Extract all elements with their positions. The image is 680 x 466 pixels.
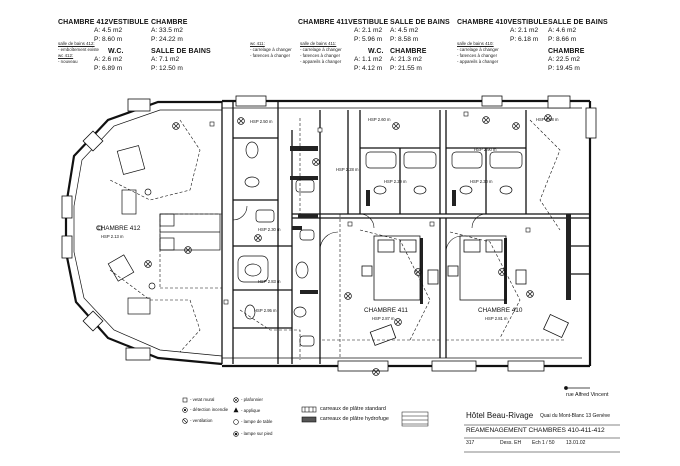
furniture-room-412 — [107, 145, 221, 315]
height-label-a: HSP 2.50 m — [250, 119, 273, 124]
ch411-chambre-area: A: 21.3 m2 — [390, 56, 422, 63]
ch412-vestibule-title: CHAMBRE 412VESTIBULE — [58, 19, 149, 26]
drawing-number: 317 — [466, 440, 475, 446]
ch412-chambre-perimeter: P: 24.22 m — [151, 36, 183, 43]
ch411-sdb-perimeter: P: 8.58 m — [390, 36, 419, 43]
ch411-sdb-area: A: 4.5 m2 — [390, 27, 419, 34]
legend-material-standard: carreaux de plâtre standard — [320, 406, 386, 412]
legend-item-1: - vetat mural — [190, 397, 215, 402]
room-412-label: CHAMBRE 412 — [96, 225, 141, 232]
legend-item-5: - applique — [241, 408, 261, 413]
ch411-vestibule-area: A: 2.1 m2 — [354, 27, 383, 34]
height-label-e: HSP 2.29 m — [384, 179, 407, 184]
ch411-vestibule-title: CHAMBRE 411VESTIBULE — [298, 19, 389, 26]
ch410-chambre-title: CHAMBRE — [548, 48, 585, 55]
height-label-c: HSP 2.98 m — [536, 117, 559, 122]
hotel-name: Hôtel Beau-Rivage — [466, 411, 534, 420]
ch410-vestibule-area: A: 2.1 m2 — [510, 27, 539, 34]
ch411-wc-perimeter: P: 4.12 m — [354, 65, 383, 72]
bathroom-fixtures — [237, 141, 523, 347]
legend-item-7: - lampe sur pied — [241, 431, 273, 436]
ch412-wc-area: A: 2.6 m2 — [94, 56, 123, 63]
inner-wall-line — [73, 107, 582, 359]
room-410-label: CHAMBRE 410 — [478, 307, 523, 314]
height-label-i: HSP 2.90 m — [474, 147, 497, 152]
beds — [361, 235, 569, 346]
ch410-vestibule-title: CHAMBRE 410VESTIBULE — [457, 19, 548, 26]
ch410-sdb-perimeter: P: 8.66 m — [548, 36, 577, 43]
ch410-chambre-area: A: 22.5 m2 — [548, 56, 580, 63]
ch411-chambre-title: CHAMBRE — [390, 48, 427, 55]
note-410-line3: - appareils à changer — [457, 59, 499, 64]
windows — [61, 95, 597, 372]
room-410-height: HSP 2.81 m — [485, 316, 508, 321]
material-legend-swatches — [301, 406, 317, 423]
note-410-line2: - faïences à changer — [457, 53, 498, 58]
height-label-d: HSP 2.28 m — [336, 167, 359, 172]
legend-item-3: - ventilation — [190, 418, 213, 423]
scale: Ech 1 / 50 — [532, 440, 555, 446]
ch412-sdb-perimeter: P: 12.50 m — [151, 65, 183, 72]
height-label-f: HSP 2.30 m — [470, 179, 493, 184]
note-412-line1: - emboîtement existe — [58, 47, 99, 52]
ch410-chambre-perimeter: P: 19.45 m — [548, 65, 580, 72]
note-411-line5: - faïences à changer — [300, 53, 341, 58]
ch411-vestibule-perimeter: P: 5.96 m — [354, 36, 383, 43]
ch410-vestibule-perimeter: P: 6.18 m — [510, 36, 539, 43]
ch412-sdb-area: A: 7.1 m2 — [151, 56, 180, 63]
ch412-wc-title: W.C. — [108, 48, 124, 55]
ch411-chambre-perimeter: P: 21.55 m — [390, 65, 422, 72]
ch411-wc-area: A: 1.1 m2 — [354, 56, 383, 63]
height-label-g: HSP 2.30 m — [258, 227, 281, 232]
section-marker-top — [564, 386, 590, 390]
project-title: REAMENAGEMENT CHAMBRES 410-411-412 — [466, 427, 605, 434]
ch412-sdb-title: SALLE DE BAINS — [151, 48, 211, 55]
legend-material-hydrofuge: carreaux de plâtre hydrofuge — [320, 416, 389, 422]
architect-name: rue Alfred Vincent — [566, 392, 609, 398]
ch412-wc-perimeter: P: 6.89 m — [94, 65, 123, 72]
note-412-heading: salle de bains 412: — [58, 41, 95, 46]
note-412-line2: wc 412: — [58, 53, 74, 58]
legend-item-2: - détection incendie — [190, 407, 229, 412]
note-410-line1: - carrelage à changer — [457, 47, 499, 52]
ch412-chambre-area: A: 33.5 m2 — [151, 27, 183, 34]
height-label-b: HSP 2.60 m — [368, 117, 391, 122]
note-412-line3: - nouveau — [58, 59, 78, 64]
note-411-line1: - carrelage à changer — [250, 47, 292, 52]
ch410-sdb-title: SALLE DE BAINS — [548, 19, 608, 26]
hotel-address: Quai du Mont-Blanc 13 Genève — [540, 413, 611, 419]
note-411-line2: - faïences à changer — [250, 53, 291, 58]
note-411-line3: salle de bains 411: — [300, 41, 337, 46]
room-412-height: HSP 2.13 m — [101, 234, 124, 239]
note-411-line4: - carrelage à changer — [300, 47, 342, 52]
sockets — [97, 111, 531, 305]
note-410-heading: salle de bains 410: — [457, 41, 494, 46]
legend-item-4: - plafonnier — [241, 397, 263, 402]
dashed-partitions — [109, 118, 566, 360]
ch412-chambre-title: CHAMBRE — [151, 19, 188, 26]
legend-symbols — [182, 397, 239, 437]
ch411-sdb-title: SALLE DE BAINS — [390, 19, 450, 26]
date: 13.01.02 — [566, 440, 586, 446]
note-411-line6: - appareils à changer — [300, 59, 342, 64]
drawn-by: Dess. EH — [500, 440, 522, 446]
door-swings — [232, 205, 487, 253]
note-411-heading: wc 411: — [250, 41, 265, 46]
ch410-sdb-area: A: 4.6 m2 — [548, 27, 577, 34]
ch412-vestibule-area: A: 4.5 m2 — [94, 27, 123, 34]
title-block-frame — [464, 424, 620, 453]
electrical-symbols — [144, 114, 552, 376]
outer-walls — [64, 99, 592, 368]
room-411-label: CHAMBRE 411 — [364, 307, 408, 314]
room-411-height: HSP 2.87 m — [372, 316, 395, 321]
ch411-wc-title: W.C. — [368, 48, 384, 55]
architect-logo — [401, 411, 429, 427]
legend-item-6: - lampe de table — [241, 419, 273, 424]
partition-walls — [221, 102, 590, 364]
height-label-h: HSP 2.95 m — [254, 308, 277, 313]
height-label-j: HSP 2.83 m — [258, 279, 281, 284]
ch412-vestibule-perimeter: P: 8.60 m — [94, 36, 123, 43]
